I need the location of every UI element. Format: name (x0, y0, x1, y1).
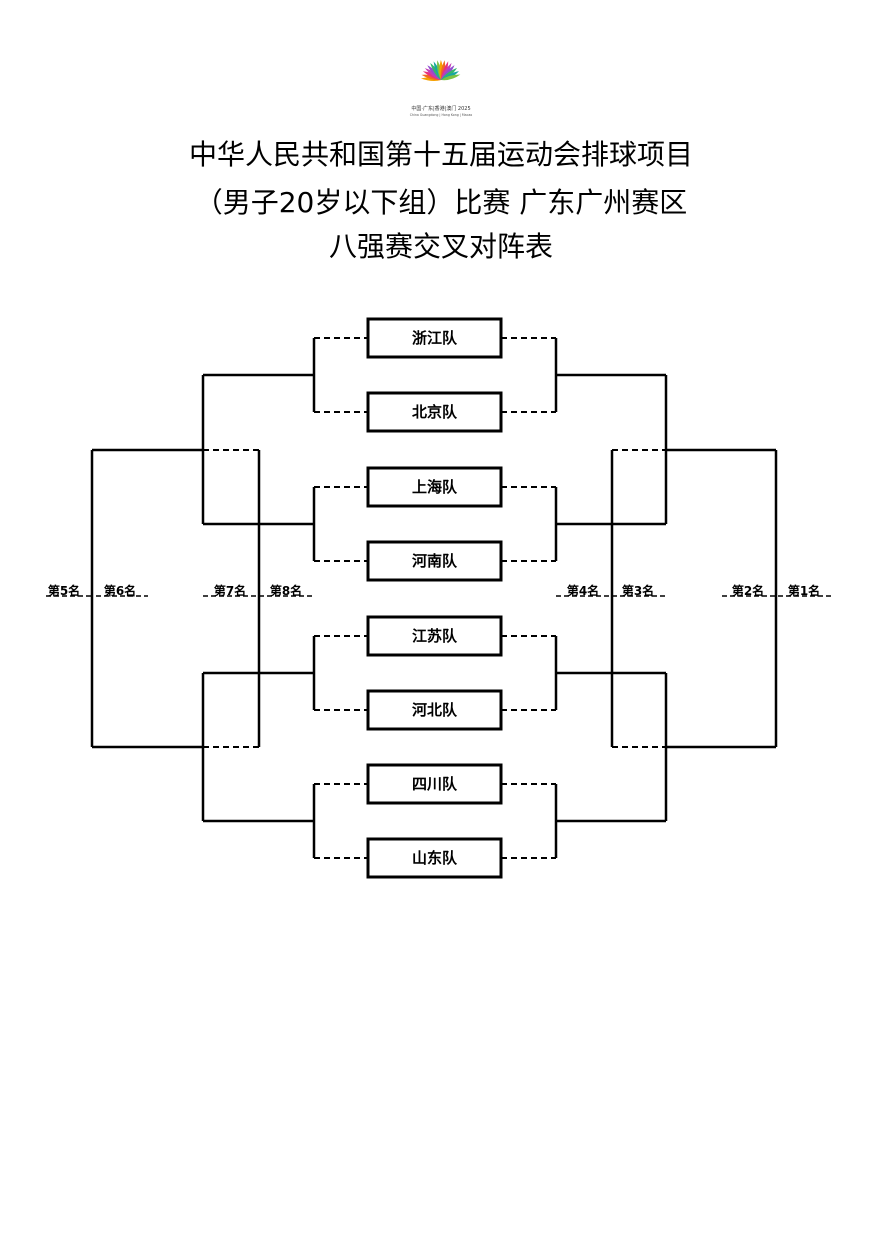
team-box (366, 837, 503, 879)
team-label: 山东队 (412, 849, 458, 867)
rank-label: 第4名 (567, 583, 599, 598)
logo-subtext: China Guangdong | Hong Kong | Macao (410, 113, 473, 117)
team-label: 北京队 (412, 403, 458, 421)
team-label: 上海队 (412, 478, 458, 496)
team-box (366, 391, 503, 433)
team-box (366, 466, 503, 508)
team-label: 浙江队 (412, 329, 458, 347)
rank-label: 第2名 (732, 583, 764, 598)
team-box (366, 689, 503, 731)
rank-label: 第1名 (788, 583, 820, 598)
logo-petal (441, 74, 461, 81)
team-box (366, 317, 503, 359)
team-label: 河南队 (412, 552, 458, 570)
team-box (366, 540, 503, 582)
title-line-1: 中华人民共和国第十五届运动会排球项目 (188, 138, 693, 171)
rank-label: 第8名 (270, 583, 302, 598)
title-line-2: （男子20岁以下组）比赛 广东广州赛区 (194, 186, 688, 219)
team-label: 四川队 (412, 775, 458, 793)
rank-label: 第5名 (48, 583, 80, 598)
rank-label: 第6名 (104, 583, 136, 598)
team-box (366, 763, 503, 805)
team-label: 河北队 (412, 701, 458, 719)
title-line-3: 八强赛交叉对阵表 (328, 230, 553, 263)
logo-text: 中国·广东|香港|澳门 2025 (411, 105, 470, 112)
rank-label: 第3名 (622, 583, 654, 598)
team-box (366, 615, 503, 657)
team-label: 江苏队 (412, 627, 458, 645)
rank-label: 第7名 (214, 583, 246, 598)
